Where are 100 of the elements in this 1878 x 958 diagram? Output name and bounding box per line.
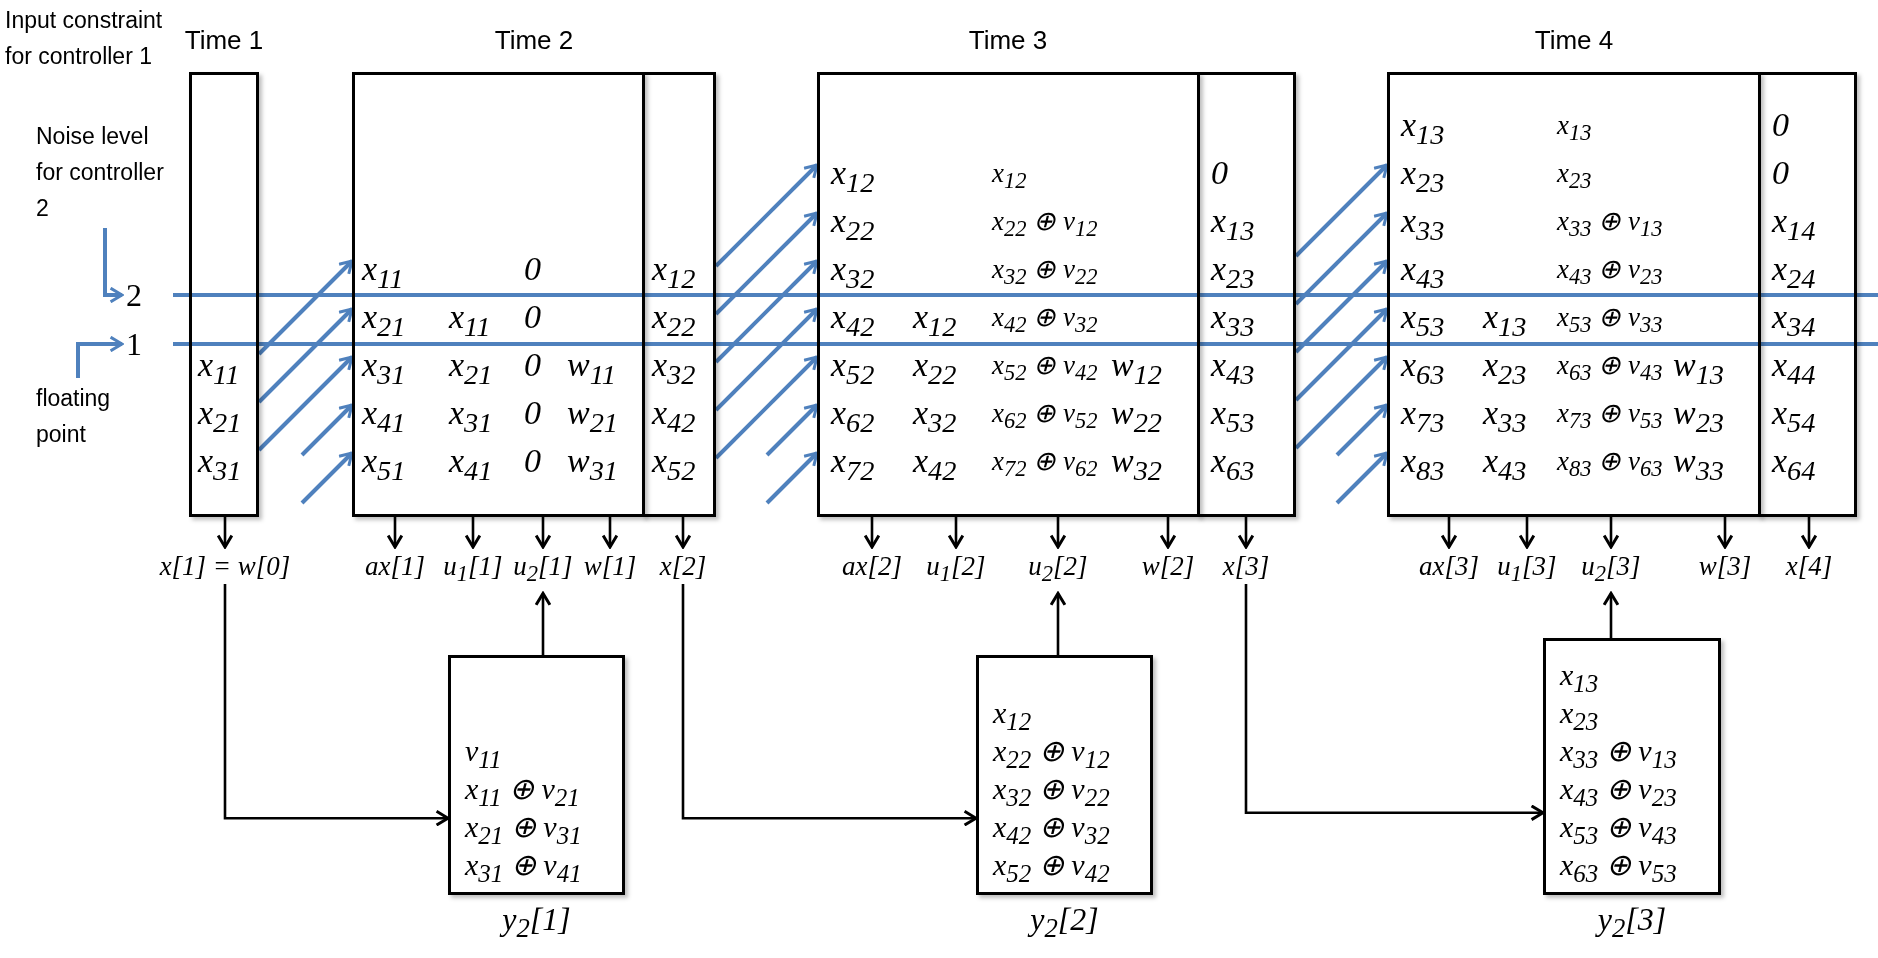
math-term: x$_{42}$ (831, 297, 875, 341)
math-term: x$_{12}$ (831, 153, 875, 197)
math-term: x$_{13}$ (1401, 105, 1445, 149)
math-term: w$_{21}$ (567, 393, 618, 437)
signal-label: u$_{2}$[2] (1028, 548, 1088, 593)
arrow (1159, 517, 1177, 549)
state-column-box (1197, 72, 1296, 517)
math-term: x$_{32}$ ⊕ v$_{22}$ (992, 253, 1098, 292)
level-number: 2 (126, 277, 142, 313)
math-term: x$_{63}$ ⊕ v$_{43}$ (1557, 349, 1663, 388)
signal-label: ax[2] (842, 548, 902, 584)
math-term: w$_{32}$ (1111, 441, 1162, 485)
math-term: x$_{54}$ (1772, 393, 1816, 437)
math-term: x$_{44}$ (1772, 345, 1816, 389)
annotation-text: floating point (36, 380, 146, 452)
arrow (1716, 517, 1734, 549)
arrow (681, 584, 978, 827)
math-term: 0 (524, 441, 541, 481)
math-term: x$_{53}$ ⊕ v$_{33}$ (1557, 301, 1663, 340)
math-term: x$_{21}$ (198, 393, 242, 437)
math-term: x$_{13}$ (1557, 109, 1592, 148)
state-column-box (1758, 72, 1857, 517)
math-term: x$_{33}$ ⊕ v$_{13}$ (1557, 205, 1663, 244)
math-term: x$_{33}$ ⊕ v$_{13}$ (1560, 733, 1678, 770)
annotation-text: Input constraint for controller 1 (5, 6, 164, 71)
math-term: 0 (524, 249, 541, 289)
math-term: 0 (1772, 153, 1789, 193)
arrow (765, 451, 819, 505)
arrow (300, 451, 354, 505)
math-term: w$_{12}$ (1111, 345, 1162, 389)
arrow (1602, 517, 1620, 549)
arrow (1049, 517, 1067, 549)
annotation-text: Noise level for controller 2 (36, 118, 176, 226)
arrow (765, 403, 819, 457)
math-term: x$_{24}$ (1772, 249, 1816, 293)
math-term: x$_{42}$ (913, 441, 957, 485)
math-term: x$_{22}$ (913, 345, 957, 389)
arrow (1440, 517, 1458, 549)
math-term: x$_{31}$ (449, 393, 493, 437)
state-column-box (642, 72, 716, 517)
signal-label: u$_{2}$[3] (1581, 548, 1641, 593)
math-term: x$_{42}$ ⊕ v$_{32}$ (992, 301, 1098, 340)
math-term: x$_{11}$ (362, 249, 404, 293)
math-term: x$_{73}$ (1401, 393, 1445, 437)
math-term: x$_{21}$ (449, 345, 493, 389)
math-term: x$_{33}$ (1211, 297, 1255, 341)
math-term: x$_{72}$ ⊕ v$_{62}$ (992, 445, 1098, 484)
math-term: x$_{52}$ ⊕ v$_{42}$ (993, 847, 1111, 884)
math-term: x$_{23}$ (1401, 153, 1445, 197)
math-term: x$_{22}$ ⊕ v$_{12}$ (993, 733, 1111, 770)
math-term: w$_{33}$ (1673, 441, 1724, 485)
arrow (714, 355, 819, 460)
math-term: x$_{32}$ (831, 249, 875, 293)
arrow (1294, 163, 1389, 258)
arrow (386, 517, 404, 549)
math-term: 0 (524, 345, 541, 385)
math-term: x$_{41}$ (362, 393, 406, 437)
arrow (300, 403, 354, 457)
math-term: x$_{62}$ ⊕ v$_{52}$ (992, 397, 1098, 436)
math-term: x$_{41}$ (449, 441, 493, 485)
arrow (1294, 307, 1389, 402)
arrow (1294, 259, 1389, 354)
math-term: w$_{13}$ (1673, 345, 1724, 389)
math-term: 0 (524, 393, 541, 433)
arrow (1049, 591, 1067, 655)
signal-label: u$_{1}$[2] (926, 548, 986, 593)
signal-label: w[1] (583, 548, 637, 584)
arrow (714, 211, 819, 316)
math-term: x$_{43}$ (1211, 345, 1255, 389)
math-term: x$_{12}$ (652, 249, 696, 293)
arrow (257, 355, 354, 452)
signal-label: u$_{2}$[1] (513, 548, 573, 593)
math-term: x$_{63}$ (1211, 441, 1255, 485)
math-term: x$_{53}$ (1401, 297, 1445, 341)
math-term: w$_{31}$ (567, 441, 618, 485)
output-label: y$_{2}$[3] (1597, 900, 1667, 946)
arrow (257, 259, 354, 356)
math-term: x$_{63}$ ⊕ v$_{53}$ (1560, 847, 1678, 884)
math-term: x$_{31}$ ⊕ v$_{41}$ (465, 847, 583, 884)
math-term: x$_{62}$ (831, 393, 875, 437)
time-heading: Time 2 (494, 25, 574, 56)
math-term: x$_{11}$ (449, 297, 491, 341)
signal-label: w[2] (1141, 548, 1195, 584)
signal-label: x[2] (659, 548, 707, 584)
arrow (1800, 517, 1818, 549)
arrow (223, 584, 450, 827)
level-number: 1 (126, 326, 142, 362)
math-term: x$_{12}$ (993, 695, 1033, 732)
arrow (257, 307, 354, 404)
arrow (1335, 451, 1389, 505)
math-term: x$_{42}$ (652, 393, 696, 437)
math-term: x$_{22}$ (831, 201, 875, 245)
math-term: x$_{13}$ (1560, 657, 1600, 694)
math-term: x$_{31}$ (362, 345, 406, 389)
math-term: x$_{11}$ (198, 345, 240, 389)
math-term: x$_{51}$ (362, 441, 406, 485)
arrow (947, 517, 965, 549)
math-term: x$_{34}$ (1772, 297, 1816, 341)
math-term: x$_{42}$ ⊕ v$_{32}$ (993, 809, 1111, 846)
signal-label: x[4] (1785, 548, 1833, 584)
